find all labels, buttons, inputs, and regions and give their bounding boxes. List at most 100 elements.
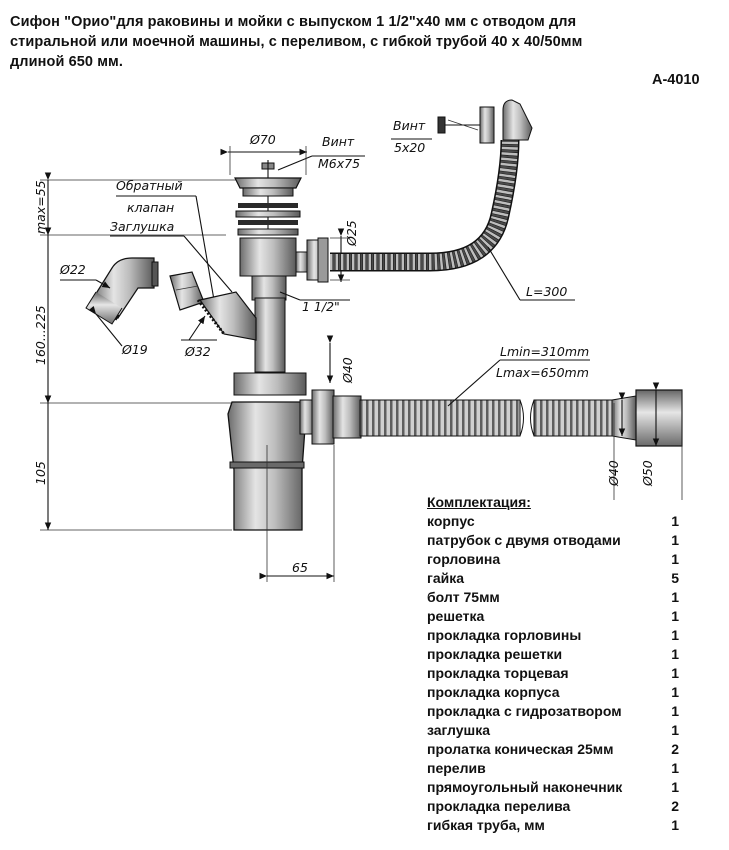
kit-item-qty: 1 bbox=[671, 684, 679, 700]
kit-item: прокладка с гидрозатвором 1 bbox=[427, 702, 679, 721]
kit-item-name: прокладка горловины bbox=[427, 627, 582, 643]
label-d50: Ø50 bbox=[640, 460, 655, 487]
kit-item-qty: 1 bbox=[671, 608, 679, 624]
trap-body bbox=[227, 389, 362, 531]
label-5x20: 5х20 bbox=[394, 140, 425, 155]
kit-item-name: прямоугольный наконечник bbox=[427, 779, 623, 795]
dim-d19-d32: Ø19 Ø32 bbox=[88, 305, 217, 359]
kit-item-qty: 1 bbox=[671, 760, 679, 776]
kit-item-qty: 1 bbox=[671, 779, 679, 795]
kit-item: прокладка перелива 2 bbox=[427, 797, 679, 816]
kit-item: патрубок с двумя отводами 1 bbox=[427, 531, 679, 550]
kit-item: пролатка коническая 25мм 2 bbox=[427, 740, 679, 759]
kit-item: заглушка 1 bbox=[427, 721, 679, 740]
kit-item-qty: 1 bbox=[671, 551, 679, 567]
labels-check-valve-plug: Обратный клапан Заглушка bbox=[110, 178, 233, 301]
kit-item-qty: 1 bbox=[671, 665, 679, 681]
screw-5x20: Винт 5х20 bbox=[391, 106, 495, 155]
label-vint-2: Винт bbox=[393, 118, 426, 133]
kit-item-qty: 1 bbox=[671, 817, 679, 833]
kit-item-name: перелив bbox=[427, 760, 486, 776]
dim-d25: Ø25 bbox=[330, 220, 359, 282]
label-d25: Ø25 bbox=[344, 220, 359, 247]
dim-screw-m6x75: Винт М6х75 bbox=[277, 134, 365, 171]
title-line-3: длиной 650 мм. bbox=[10, 54, 123, 70]
kit-item-qty: 1 bbox=[671, 646, 679, 662]
label-m6x75: М6х75 bbox=[318, 156, 360, 171]
drain-grate-assembly bbox=[234, 160, 329, 301]
label-d19: Ø19 bbox=[121, 342, 148, 357]
kit-item: прокладка горловины 1 bbox=[427, 626, 679, 645]
flexible-outlet-hose bbox=[359, 389, 683, 447]
label-vint-1: Винт bbox=[322, 134, 355, 149]
kit-item-qty: 1 bbox=[671, 722, 679, 738]
kit-item-qty: 1 bbox=[671, 513, 679, 529]
dim-d40-d50-socket: Ø40 Ø50 bbox=[606, 382, 683, 500]
kit-item: прокладка решетки 1 bbox=[427, 645, 679, 664]
dim-65: 65 bbox=[259, 445, 335, 582]
kit-item-name: прокладка корпуса bbox=[427, 684, 560, 700]
kit-item-qty: 2 bbox=[671, 741, 679, 757]
kit-item: прокладка корпуса 1 bbox=[427, 683, 679, 702]
kit-item-qty: 5 bbox=[671, 570, 679, 586]
dim-vertical-left: max=55 160...225 105 bbox=[33, 172, 236, 531]
kit-item: прокладка торцевая 1 bbox=[427, 664, 679, 683]
label-lmax: Lmax=650mm bbox=[496, 365, 589, 380]
label-105: 105 bbox=[33, 461, 48, 485]
kit-item-name: горловина bbox=[427, 551, 501, 567]
kit-item: гибкая труба, мм 1 bbox=[427, 816, 679, 835]
kit-item: прямоугольный наконечник 1 bbox=[427, 778, 679, 797]
kit-header: Комплектация: bbox=[427, 494, 531, 510]
kit-item-name: корпус bbox=[427, 513, 475, 529]
kit-item-qty: 2 bbox=[671, 798, 679, 814]
kit-item: корпус 1 bbox=[427, 512, 679, 531]
model-number: А-4010 bbox=[652, 72, 700, 88]
kit-item-qty: 1 bbox=[671, 589, 679, 605]
kit-item-name: гибкая труба, мм bbox=[427, 817, 545, 833]
label-d70: Ø70 bbox=[249, 132, 276, 147]
label-65: 65 bbox=[292, 560, 308, 575]
kit-item: горловина 1 bbox=[427, 550, 679, 569]
kit-item-qty: 1 bbox=[671, 627, 679, 643]
kit-item-name: прокладка решетки bbox=[427, 646, 563, 662]
hose-elbow bbox=[85, 257, 159, 325]
kit-item-name: прокладка торцевая bbox=[427, 665, 569, 681]
kit-item-qty: 1 bbox=[671, 703, 679, 719]
kit-item-name: болт 75мм bbox=[427, 589, 500, 605]
kit-item: гайка 5 bbox=[427, 569, 679, 588]
dim-d40-pipe: Ø40 bbox=[326, 335, 355, 384]
kit-item-name: решетка bbox=[427, 608, 485, 624]
kit-item: перелив 1 bbox=[427, 759, 679, 778]
dim-d22: Ø22 bbox=[59, 262, 111, 289]
main-pipe: 1 1/2" bbox=[196, 291, 350, 396]
dim-lmin-lmax: Lmin=310mm Lmax=650mm bbox=[447, 344, 590, 407]
label-d22: Ø22 bbox=[59, 262, 86, 277]
kit-item-name: патрубок с двумя отводами bbox=[427, 532, 621, 548]
product-title: Сифон "Орио"для раковины и мойки с выпус… bbox=[10, 12, 710, 72]
kit-item-name: пролатка коническая 25мм bbox=[427, 741, 614, 757]
label-160-225: 160...225 bbox=[33, 305, 48, 365]
label-lmin: Lmin=310mm bbox=[500, 344, 589, 359]
dim-d70: Ø70 bbox=[220, 132, 307, 175]
label-check-valve-1: Обратный bbox=[116, 178, 183, 193]
label-d40-a: Ø40 bbox=[340, 357, 355, 384]
kit-item-name: прокладка с гидрозатвором bbox=[427, 703, 622, 719]
dim-l300: L=300 bbox=[487, 246, 575, 301]
kit-item: болт 75мм 1 bbox=[427, 588, 679, 607]
title-line-2: стиральной или моечной машины, с перелив… bbox=[10, 34, 583, 50]
title-line-1: Сифон "Орио"для раковины и мойки с выпус… bbox=[10, 14, 577, 30]
label-d40-b: Ø40 bbox=[606, 460, 621, 487]
label-thread: 1 1/2" bbox=[302, 299, 340, 314]
label-plug: Заглушка bbox=[110, 219, 174, 234]
kit-item-name: гайка bbox=[427, 570, 465, 586]
branch-nut bbox=[169, 271, 205, 311]
kit-item-name: заглушка bbox=[427, 722, 490, 738]
label-max55: max=55 bbox=[33, 180, 48, 234]
kit-item-qty: 1 bbox=[671, 532, 679, 548]
label-d32: Ø32 bbox=[184, 344, 211, 359]
kit-item: решетка 1 bbox=[427, 607, 679, 626]
overflow-hose bbox=[330, 99, 533, 272]
kit-item-name: прокладка перелива bbox=[427, 798, 571, 814]
